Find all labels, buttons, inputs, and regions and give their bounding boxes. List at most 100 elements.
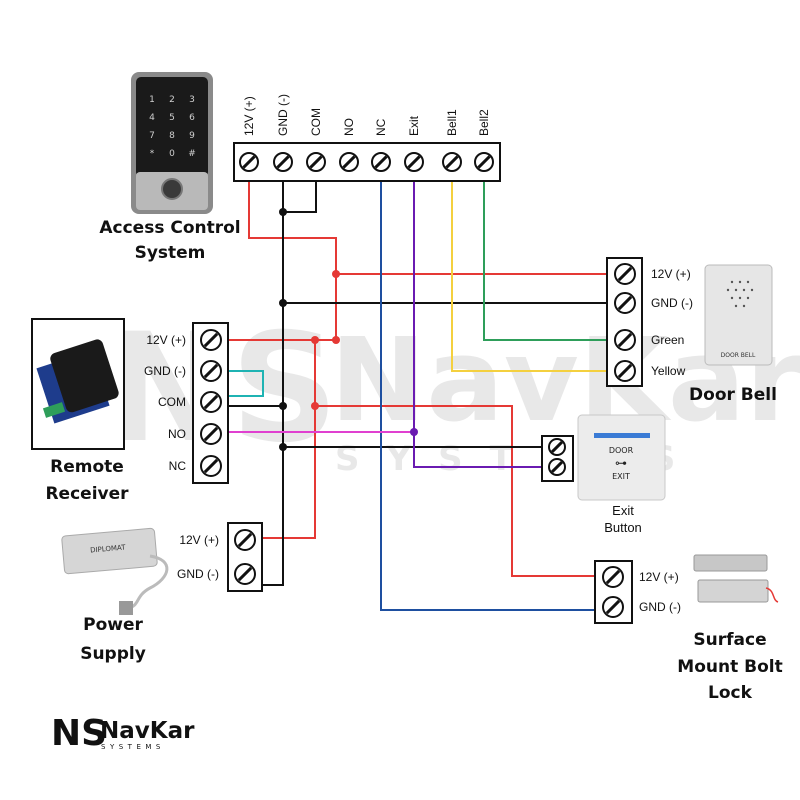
junction-dot: [332, 336, 340, 344]
door-bell-device: DOOR BELL: [704, 264, 773, 366]
remote-receiver-terminal-label: NC: [169, 459, 187, 473]
door-bell-terminal-label: 12V (+): [651, 267, 691, 281]
keypad-key: 6: [189, 113, 195, 123]
door-bell-label-text: DOOR BELL: [721, 352, 756, 359]
grille-dot: [738, 280, 742, 284]
keypad-key: 9: [189, 131, 195, 141]
access-control-title-line1: Access Control: [99, 218, 240, 238]
door-bell-terminal-label: Green: [651, 333, 684, 347]
wire-acs-12v: [248, 175, 612, 275]
wires: [228, 175, 612, 611]
door-bell-terminal-label: Yellow: [651, 364, 686, 378]
terminal-screw-slot: [617, 295, 633, 311]
bolt-lock-title-line1: Surface: [693, 630, 766, 650]
grille-dot: [726, 288, 730, 292]
remote-receiver-terminal-label: 12V (+): [146, 333, 186, 347]
terminal-screw-slot: [203, 394, 219, 410]
access-control-title-line2: System: [135, 243, 206, 263]
wire-acs-gnd: [262, 175, 284, 586]
power-supply-device: DIPLOMAT: [61, 527, 169, 615]
bolt-lock-device: [693, 554, 779, 603]
junction-dot: [311, 336, 319, 344]
grille-dot: [746, 280, 750, 284]
access-control-terminal-label: Bell1: [445, 109, 459, 136]
remote-receiver-terminal-label: NO: [168, 427, 186, 441]
terminal-screw-slot: [276, 155, 290, 169]
exit-plate-slot: [594, 433, 650, 438]
keypad-key: #: [188, 149, 196, 159]
grille-dot: [734, 288, 738, 292]
keypad-panel: [136, 77, 208, 177]
power-supply-title-line1: Power: [83, 615, 143, 635]
grille-dot: [746, 296, 750, 300]
grille-dot: [730, 296, 734, 300]
door-bell-terminal-label: GND (-): [651, 296, 693, 310]
grille-dot: [730, 280, 734, 284]
bolt-lock-wires: [765, 587, 779, 603]
terminal-screw-slot: [309, 155, 323, 169]
grille-dot: [734, 304, 738, 308]
psu-cable: [127, 554, 169, 610]
terminal-screw-slot: [203, 332, 219, 348]
keypad-key: 1: [149, 95, 155, 105]
junction-dot: [279, 299, 287, 307]
terminal-screw-slot: [550, 440, 564, 454]
junction-dot: [279, 208, 287, 216]
grille-dot: [738, 296, 742, 300]
grille-dot: [750, 288, 754, 292]
junction-dot: [279, 402, 287, 410]
exit-button-title-line2: Button: [604, 520, 642, 535]
access-control-terminal-label: Exit: [407, 115, 421, 136]
terminal-screw-slot: [617, 332, 633, 348]
exit-button-title-line1: Exit: [612, 503, 634, 518]
brand-name: NavKar: [100, 718, 195, 744]
bolt-lock-terminal-label: GND (-): [639, 600, 681, 614]
wire-acs-nc: [380, 175, 600, 611]
terminal-screw-slot: [203, 426, 219, 442]
exit-plate-door-text: DOOR: [609, 446, 634, 455]
receiver-terminal-strip: [42, 402, 66, 418]
terminal-screw-slot: [445, 155, 459, 169]
terminal-screw-slot: [203, 458, 219, 474]
keypad-key: 3: [189, 95, 195, 105]
access-control-terminal-label: GND (-): [276, 94, 290, 136]
access-control-terminal-label: NC: [374, 118, 388, 136]
door-bell-body: [704, 264, 773, 366]
access-control-terminal-label: NO: [342, 118, 356, 136]
keypad-key: 2: [169, 95, 175, 105]
terminal-screw-slot: [407, 155, 421, 169]
wire-receiver-jumper: [228, 370, 264, 397]
bolt-lock-terminals: 12V (+)GND (-): [602, 566, 681, 618]
bolt-lock-title-line3: Lock: [708, 683, 753, 703]
brand-logo-mark: NS: [51, 713, 107, 754]
junction-dot: [410, 428, 418, 436]
wire-bell1: [451, 175, 612, 372]
keypad-key: *: [150, 149, 155, 159]
terminal-screw-slot: [605, 569, 621, 585]
psu-plug: [119, 601, 133, 615]
keypad-key: 8: [169, 131, 175, 141]
junction-dot: [332, 270, 340, 278]
junction-dots: [279, 208, 418, 451]
psu-brand-text: DIPLOMAT: [90, 543, 127, 554]
remote-receiver-device: [36, 339, 119, 424]
receiver-case: [50, 339, 119, 413]
power-supply-terminal-label: 12V (+): [179, 533, 219, 547]
keypad-key: 5: [169, 113, 175, 123]
key-icon: ⊶: [615, 456, 627, 470]
terminal-screw-slot: [237, 566, 253, 582]
terminal-screw-slot: [374, 155, 388, 169]
remote-receiver-terminals: 12V (+) GND (-) COM NO NC: [144, 329, 222, 477]
bolt-lock-plate: [697, 579, 769, 603]
bolt-lock-body: [693, 554, 768, 572]
remote-receiver-terminal-label: GND (-): [144, 364, 186, 378]
remote-receiver-terminal-label: COM: [158, 395, 186, 409]
psu-body: [61, 527, 158, 575]
speaker-grille: [726, 280, 754, 308]
junction-dot: [279, 443, 287, 451]
